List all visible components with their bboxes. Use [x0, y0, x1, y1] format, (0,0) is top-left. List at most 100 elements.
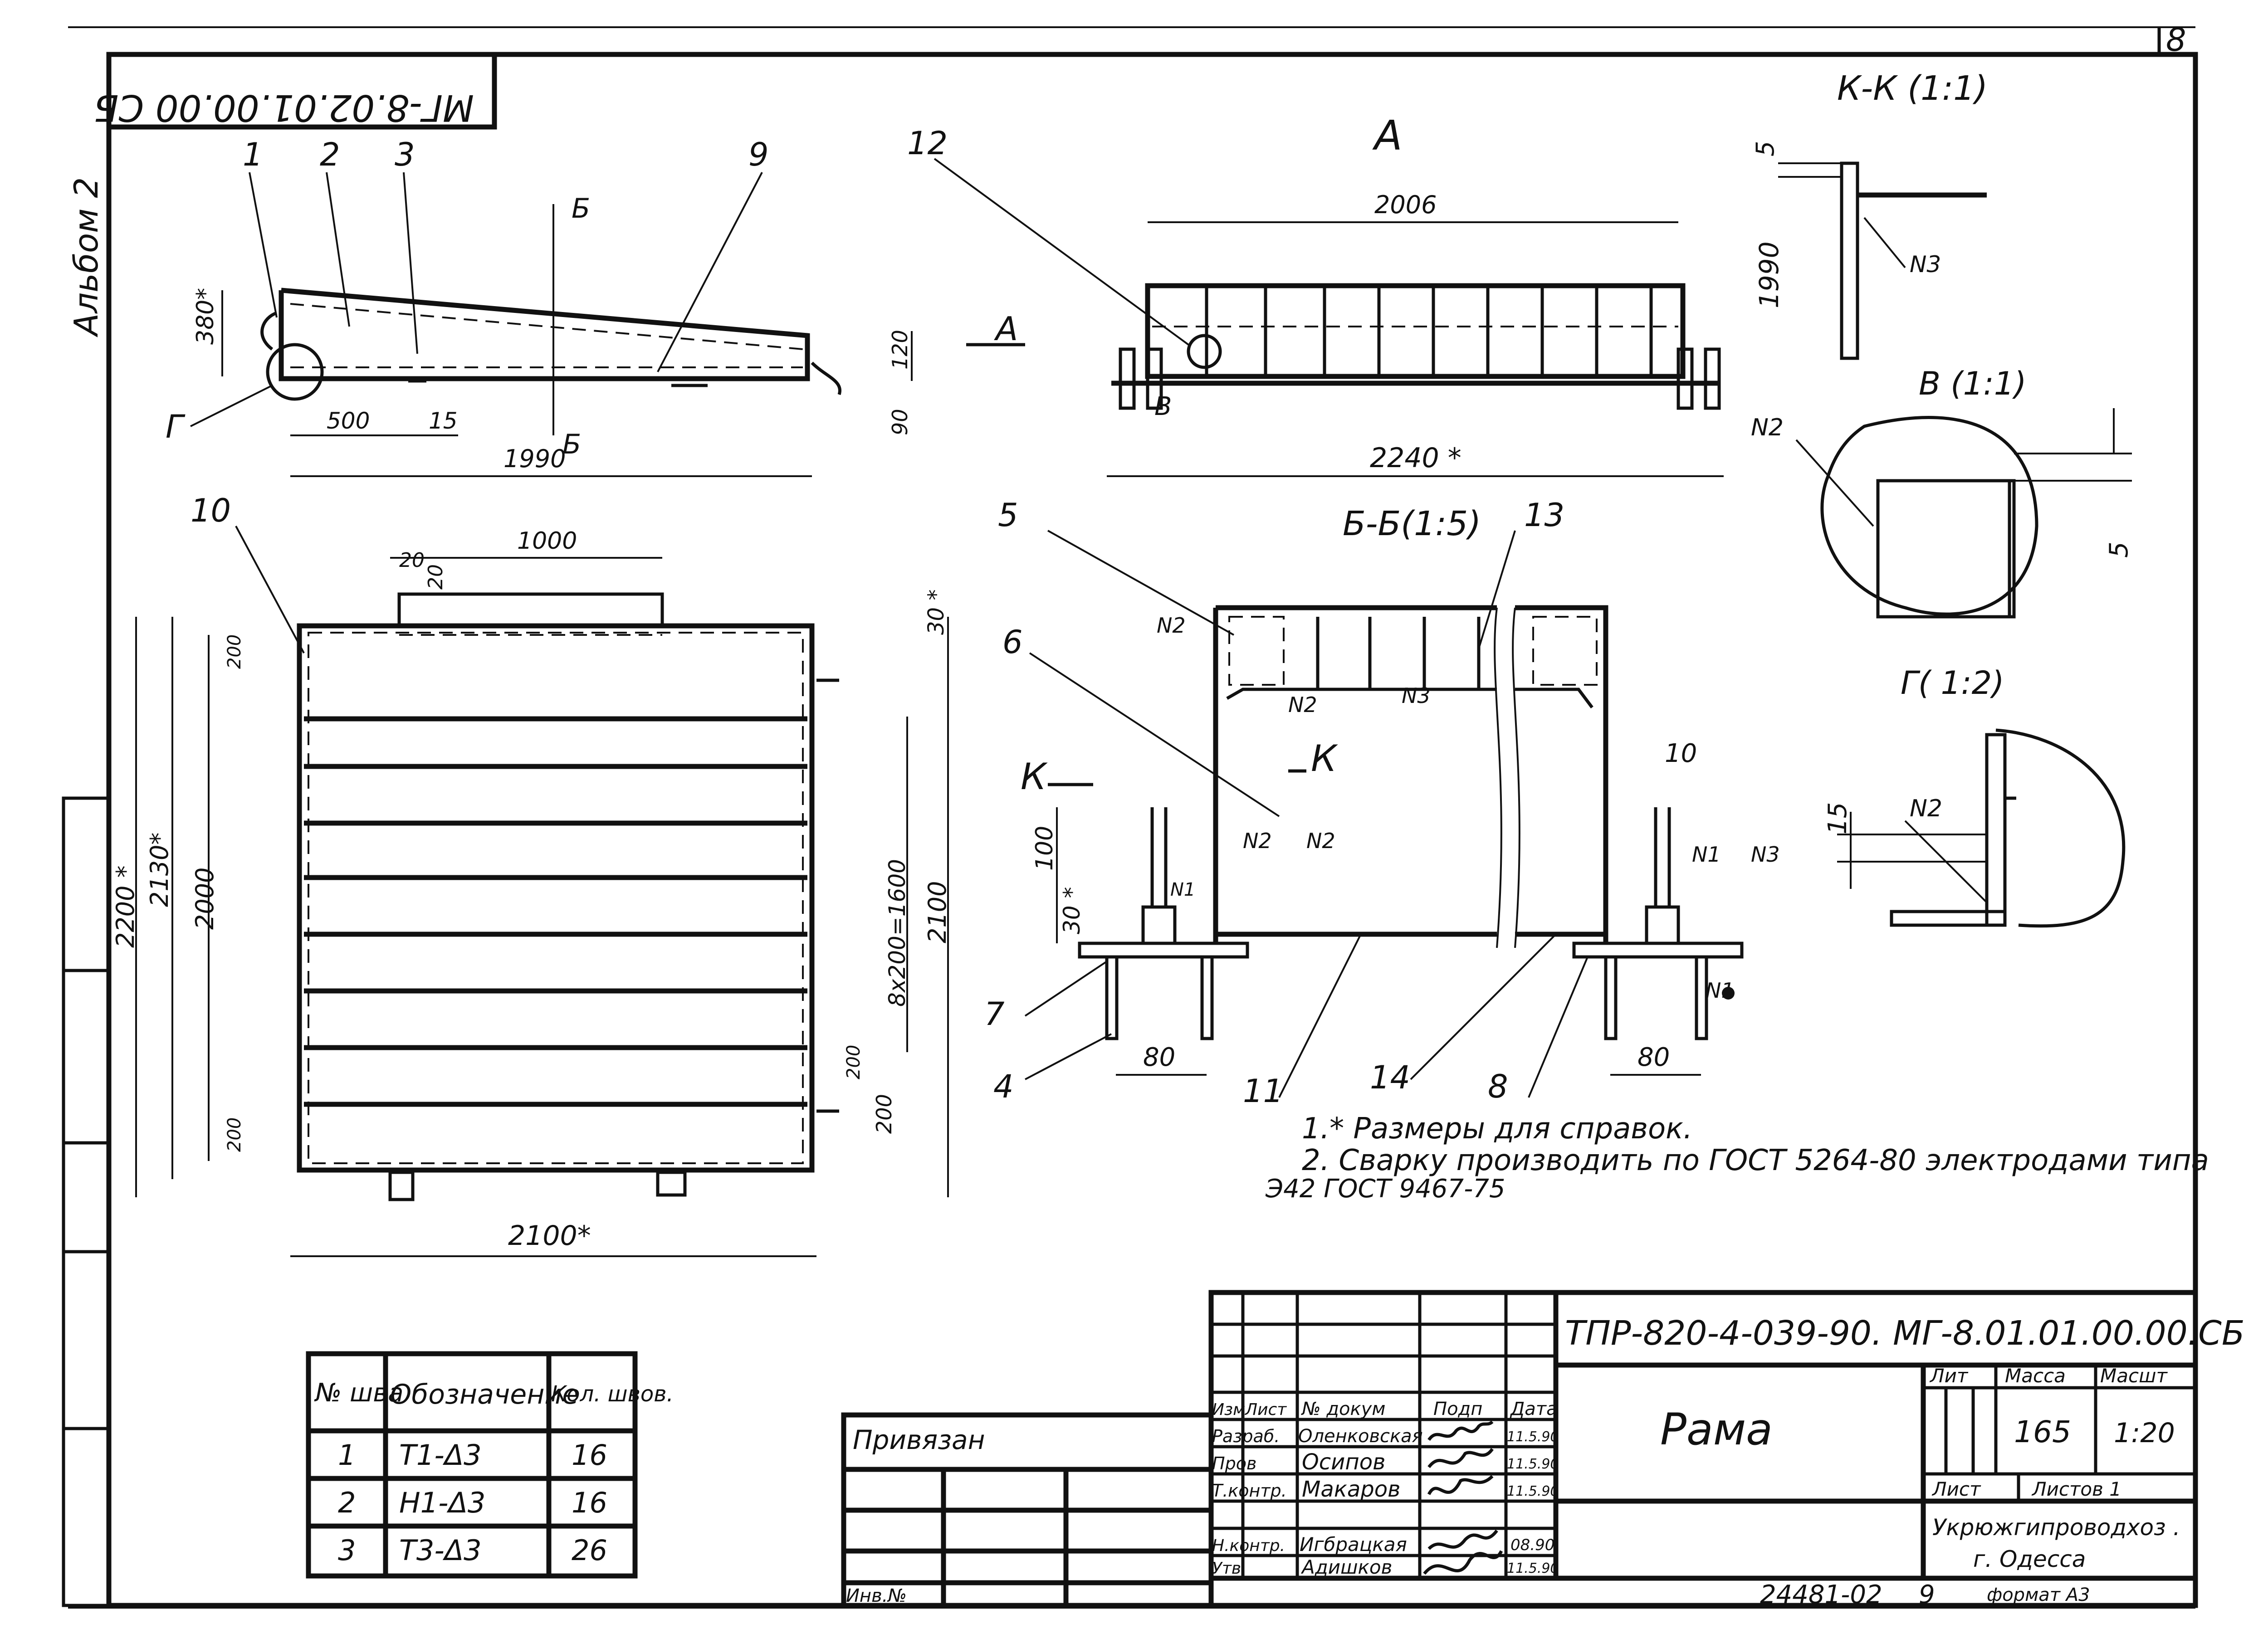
- tb-org-2: г. Одесса: [1973, 1546, 2086, 1572]
- detail-g-label: Г: [166, 408, 186, 445]
- weld-dot: [1722, 987, 1735, 1000]
- cut-k-left: К: [1021, 756, 1048, 798]
- dim-200-a: 200: [224, 634, 245, 669]
- wt-r1-des: Т1-Δ3: [399, 1439, 482, 1472]
- dim-2000: 2000: [191, 868, 219, 930]
- bb-weld-n2-d: N2: [1306, 829, 1335, 853]
- section-kk: К-К (1:1) 5 1990 N3: [1751, 69, 1988, 360]
- wt-header-designation: Обозначение: [390, 1379, 579, 1410]
- dim-380: 380*: [192, 288, 219, 345]
- wt-r3-des: Т3-Δ3: [399, 1534, 482, 1567]
- tb-role-5: Н.контр.: [1212, 1536, 1285, 1555]
- cut-k-right: К: [1311, 737, 1338, 780]
- signature-2: [1427, 1448, 1494, 1468]
- tb-name-2: Осипов: [1302, 1449, 1385, 1475]
- album-label: Альбом 2: [67, 177, 105, 337]
- bb-weld-n2-a: N2: [1157, 613, 1186, 638]
- g-dim-15: 15: [1823, 802, 1853, 834]
- tb-date-3: 11.5.90: [1507, 1483, 1559, 1499]
- wt-header-no: № шва: [314, 1378, 404, 1408]
- rotated-code: МГ-8.02.01.00.00 СБ: [94, 87, 474, 129]
- copy-id: 24481-02: [1760, 1580, 1882, 1610]
- pos-1: 1: [243, 136, 263, 173]
- v-weld: N2: [1751, 414, 1784, 441]
- tb-col-doc: № докум: [1301, 1399, 1385, 1419]
- tb-org-1: Укрюжгипроводхоз .: [1932, 1514, 2180, 1541]
- pos-9: 9: [748, 136, 769, 173]
- signature-5: [1427, 1529, 1498, 1550]
- dim-20-a: 20: [399, 549, 425, 572]
- doc-code: ТПР-820-4-039-90. МГ-8.01.01.00.00.СБ: [1565, 1314, 2245, 1353]
- bb-dim-80-a: 80: [1143, 1043, 1175, 1072]
- dim-2130: 2130*: [145, 833, 174, 907]
- wt-r2-cnt: 16: [572, 1486, 607, 1519]
- tb-col-sign: Подп: [1433, 1399, 1482, 1419]
- privyazan-label: Привязан: [853, 1424, 985, 1455]
- dim-120: 120: [888, 330, 912, 370]
- tb-name-6: Адишков: [1300, 1556, 1392, 1578]
- bottom-strip: 24481-02 9 формат А3: [1760, 1580, 2090, 1610]
- bb-weld-n3-b: N3: [1751, 842, 1780, 867]
- tb-name-5: Игбрацкая: [1300, 1533, 1407, 1556]
- dim-200-d: 200: [872, 1094, 896, 1134]
- tb-mass-label: Масса: [2005, 1365, 2066, 1387]
- pos-3: 3: [395, 136, 415, 173]
- notes: 1.* Размеры для справок. 2. Сварку произ…: [1265, 1112, 2209, 1204]
- bb-title: Б-Б(1:5): [1343, 504, 1481, 543]
- drawing-title: Рама: [1660, 1404, 1773, 1455]
- bb-weld-n1-c: N1: [1706, 978, 1735, 1003]
- dim-500: 500: [327, 408, 370, 434]
- page-number: 8: [2166, 21, 2186, 59]
- copy-suffix: 9: [1919, 1580, 1935, 1610]
- bb-weld-n2-b: N2: [1288, 693, 1317, 717]
- pos-7: 7: [984, 995, 1005, 1033]
- g-weld: N2: [1910, 795, 1942, 822]
- format-label: формат А3: [1987, 1585, 2090, 1605]
- tb-col-date: Дата: [1510, 1399, 1558, 1419]
- note-2: 2. Сварку производить по ГОСТ 5264-80 эл…: [1302, 1144, 2209, 1177]
- bb-weld-n1-b: N1: [1692, 842, 1721, 867]
- dim-2200: 2200 *: [111, 865, 140, 948]
- dim-90: 90: [888, 409, 912, 435]
- pos-4: 4: [993, 1068, 1014, 1105]
- tb-name-3: Макаров: [1302, 1477, 1400, 1502]
- dim-2100-v: 2100: [923, 881, 952, 943]
- dim-1000: 1000: [517, 527, 577, 555]
- tb-scale-label: Масшт: [2100, 1365, 2168, 1387]
- dim-2006: 2006: [1374, 190, 1437, 219]
- title-block: Изм Лист № докум Подп Дата Разраб. Пров …: [1208, 1290, 2245, 1581]
- wt-r1-no: 1: [338, 1439, 356, 1472]
- bb-weld-n2-c: N2: [1243, 829, 1272, 853]
- tb-name-1: Оленковская: [1298, 1426, 1423, 1447]
- dim-2240: 2240 *: [1370, 442, 1461, 474]
- inv-label: Инв.№: [846, 1585, 907, 1606]
- note-3: Э42 ГОСТ 9467-75: [1265, 1174, 1505, 1204]
- plan-view: 1000 20 20 30 * 2200 * 2130* 2000 200 20…: [111, 492, 952, 1257]
- tb-col-izm: Изм: [1212, 1400, 1245, 1419]
- v-dim-5: 5: [2104, 541, 2134, 558]
- wt-r3-no: 3: [338, 1534, 356, 1567]
- tb-sheets-label: Листов 1: [2031, 1478, 2121, 1500]
- dim-200-b: 200: [224, 1117, 245, 1152]
- detail-v-label: В: [1154, 392, 1172, 421]
- tb-date-1: 11.5.90: [1507, 1429, 1559, 1445]
- bb-weld-n1-a: N1: [1170, 879, 1195, 900]
- signature-6: [1423, 1550, 1503, 1575]
- tb-lit-label: Лит: [1929, 1365, 1969, 1387]
- dim-200-c: 200: [843, 1045, 864, 1079]
- pos-11: 11: [1243, 1073, 1283, 1110]
- kk-dim-1990: 1990: [1754, 241, 1784, 308]
- bb-weld-n3-a: N3: [1402, 683, 1431, 708]
- wt-r3-cnt: 26: [572, 1534, 607, 1567]
- bind-block: Привязан Инв.№: [841, 1412, 1214, 1608]
- tb-role-3: Т.контр.: [1212, 1481, 1287, 1501]
- tb-sheet-label: Лист: [1931, 1478, 1981, 1500]
- side-view: Б Б 380* 120 90 500 15 1990 1 2 3 9 Г А: [166, 136, 1025, 477]
- g-title: Г( 1:2): [1901, 664, 2004, 702]
- detail-v: В (1:1) N2 5: [1751, 365, 2134, 619]
- view-a-title: А: [1372, 112, 1403, 160]
- pos-14: 14: [1370, 1059, 1410, 1096]
- dim-30: 30 *: [924, 590, 949, 635]
- pos-12: 12: [907, 125, 948, 162]
